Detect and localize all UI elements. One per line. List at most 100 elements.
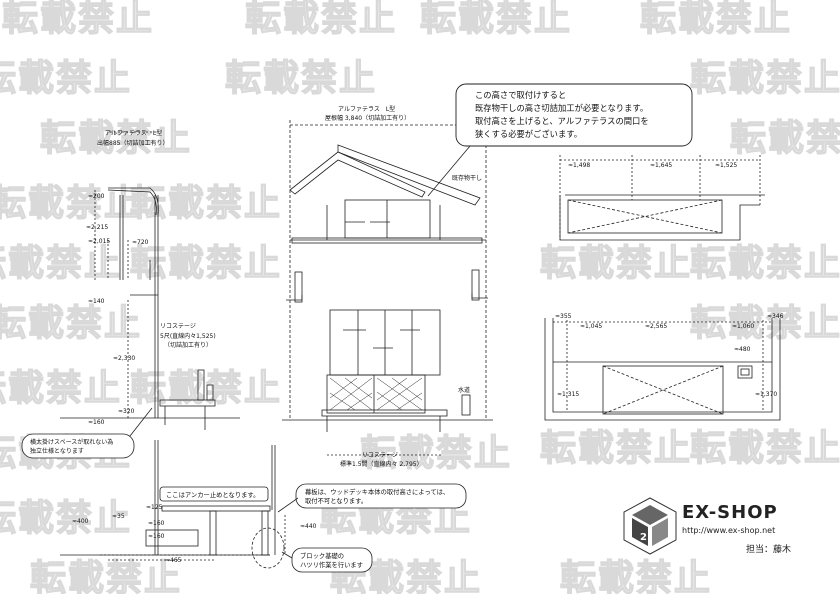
watermark-text: 転載禁止 xyxy=(690,428,840,469)
deck-note-label: （切詰加工有り） xyxy=(164,341,212,349)
dim-label: ≈1,645 xyxy=(650,162,672,169)
plan-bottom-labels: ≈355 ≈1,045 ≈2,565 ≈1,060 ≈346 ≈480 ≈1,3… xyxy=(555,313,784,398)
watermark-text: 転載禁止 xyxy=(540,428,692,469)
svg-text:2: 2 xyxy=(640,532,647,543)
side-note-line: 横太掛けスペースが取れない為 xyxy=(30,438,113,446)
deck-post xyxy=(206,384,214,401)
dim-label: ≈355 xyxy=(555,313,572,320)
downpipe xyxy=(471,269,480,301)
watermark-text: 転載禁止 xyxy=(245,0,397,39)
callout-line: 狭くする必要がございます。 xyxy=(475,129,582,139)
gutter xyxy=(286,295,303,301)
dim-label: ≈2,215 xyxy=(86,224,108,231)
roof-panel xyxy=(107,189,157,216)
elevation-width: 屋根幅 3,840（切詰加工有り） xyxy=(325,114,410,122)
elevation-labels: アルファテラス L型 屋根幅 3,840（切詰加工有り） 既存物干し 水道 リコ… xyxy=(325,105,482,468)
dim-label: ≈1,315 xyxy=(557,391,579,398)
deck-floor xyxy=(321,409,448,417)
ex-shop-logo-icon: 2 xyxy=(623,497,677,555)
lattice xyxy=(329,377,423,411)
watermark-text: 転載禁止 xyxy=(640,0,792,39)
dim-label: ≈1,060 xyxy=(732,323,754,330)
callout-line: 既存物干しの高さ切詰加工が必要となります。 xyxy=(475,103,648,113)
watermark-text: 転載禁止 xyxy=(225,58,377,99)
depth-label: 出幅885（切詰加工有り） xyxy=(97,139,168,147)
detail-labels: ≈125 ≈35 ≈160 ≈160 ≈400 ≈440 ≈465 xyxy=(72,504,317,564)
side-section-drawing xyxy=(60,131,240,430)
dim-label: ≈465 xyxy=(165,557,182,564)
deck-label: リコステージ xyxy=(160,323,196,330)
dim-label: ≈160 xyxy=(148,533,165,540)
detail-drawing xyxy=(60,440,286,569)
dim-label: ≈1,525 xyxy=(715,162,737,169)
dim-label: ≈346 xyxy=(767,313,784,320)
watermark-text: 転載禁止 xyxy=(130,183,282,224)
block-note-line: ブロック基礎の xyxy=(300,551,344,560)
anchor-note: ここはアンカー止めとなります。 xyxy=(166,490,259,499)
terrace-roof xyxy=(337,144,481,206)
dim-label: ≈400 xyxy=(72,518,89,525)
watermark-text: 転載禁止 xyxy=(0,183,142,224)
elevation-product: アルファテラス L型 xyxy=(338,105,395,113)
deck-fence xyxy=(326,374,426,414)
watermark-text: 転載禁止 xyxy=(0,498,132,539)
callout-line: 取付高さを上げると、アルファテラスの間口を xyxy=(475,116,649,126)
plan-bottom-drawing xyxy=(544,318,781,421)
watermark-text: 転載禁止 xyxy=(690,58,840,99)
brand-name: EX-SHOP xyxy=(682,502,778,523)
watermark-text: 転載禁止 xyxy=(40,118,192,159)
watermark-text: 転載禁止 xyxy=(30,558,182,594)
watermark-text: 転載禁止 xyxy=(560,558,712,594)
dim-label: ≈440 xyxy=(300,523,317,530)
deck xyxy=(159,399,216,407)
watermark-text: 転載禁止 xyxy=(0,303,142,344)
callout-line: この高さで取付けすると xyxy=(475,90,566,100)
dim-label: ≈1,498 xyxy=(568,162,590,169)
plan-top-drawing xyxy=(559,155,765,241)
watermark-text: 転載禁止 xyxy=(690,303,840,344)
watermark-text: 転載禁止 xyxy=(540,243,692,284)
fence-note-line: 幕板は、ウッドデッキ本体の取付高さによっては、 xyxy=(305,487,449,496)
house-roof xyxy=(289,151,426,198)
dim-label: ≈2,330 xyxy=(113,355,135,362)
water-label: 水道 xyxy=(458,386,470,394)
product-label: アルファテラス L型 xyxy=(105,129,162,137)
deck-post xyxy=(197,369,205,401)
watermark-text: 転載禁止 xyxy=(2,0,154,39)
elevation-deck-spec: 標準1.5間（直線内々 2,795） xyxy=(340,460,423,468)
upper-window xyxy=(344,199,431,239)
dim-label: ≈320 xyxy=(118,408,135,415)
roof-panel xyxy=(108,187,159,216)
water-tap xyxy=(461,394,471,416)
dim-label: ≈720 xyxy=(132,239,149,246)
dim-label: ≈160 xyxy=(88,419,105,426)
watermark-text: 転載禁止 xyxy=(360,433,512,474)
existing-label: 既存物干し xyxy=(452,174,482,182)
dim-label: ≈480 xyxy=(734,346,751,353)
side-note-callout: 横太掛けスペースが取れない為 独立仕様となります xyxy=(21,407,153,459)
watermark-text: 転載禁止 xyxy=(0,58,132,99)
brand-url: http://www.ex-shop.net xyxy=(682,526,776,535)
watermark-text: 転載禁止 xyxy=(130,368,282,409)
balcony-rail xyxy=(291,237,483,244)
dim-label: ≈160 xyxy=(148,520,165,527)
deck-spec-label: 5尺(直線内々1,525) xyxy=(160,332,216,340)
dim-label: ≈2,565 xyxy=(645,323,667,330)
watermark-text: 転載禁止 xyxy=(690,243,840,284)
watermark-text: 転載禁止 xyxy=(0,243,122,284)
watermark-text: 転載禁止 xyxy=(730,118,840,159)
main-callout: この高さで取付けすると 既存物干しの高さ切詰加工が必要となります。 取付高さを上… xyxy=(427,83,693,197)
watermark-text: 転載禁止 xyxy=(420,0,572,39)
dim-label: ≈1,370 xyxy=(755,391,777,398)
arrow xyxy=(343,329,420,349)
dim-label: ≈140 xyxy=(88,298,105,305)
side-note-line: 独立仕様となります xyxy=(30,447,84,455)
block-note-line: ハツリ作業を行います xyxy=(300,560,363,569)
fence-callout: 幕板は、ウッドデッキ本体の取付高さによっては、 取付不可となります。 xyxy=(277,483,467,513)
gutter xyxy=(471,293,488,299)
dim-label: ≈200 xyxy=(88,193,105,200)
dim-label: ≈125 xyxy=(146,504,163,511)
